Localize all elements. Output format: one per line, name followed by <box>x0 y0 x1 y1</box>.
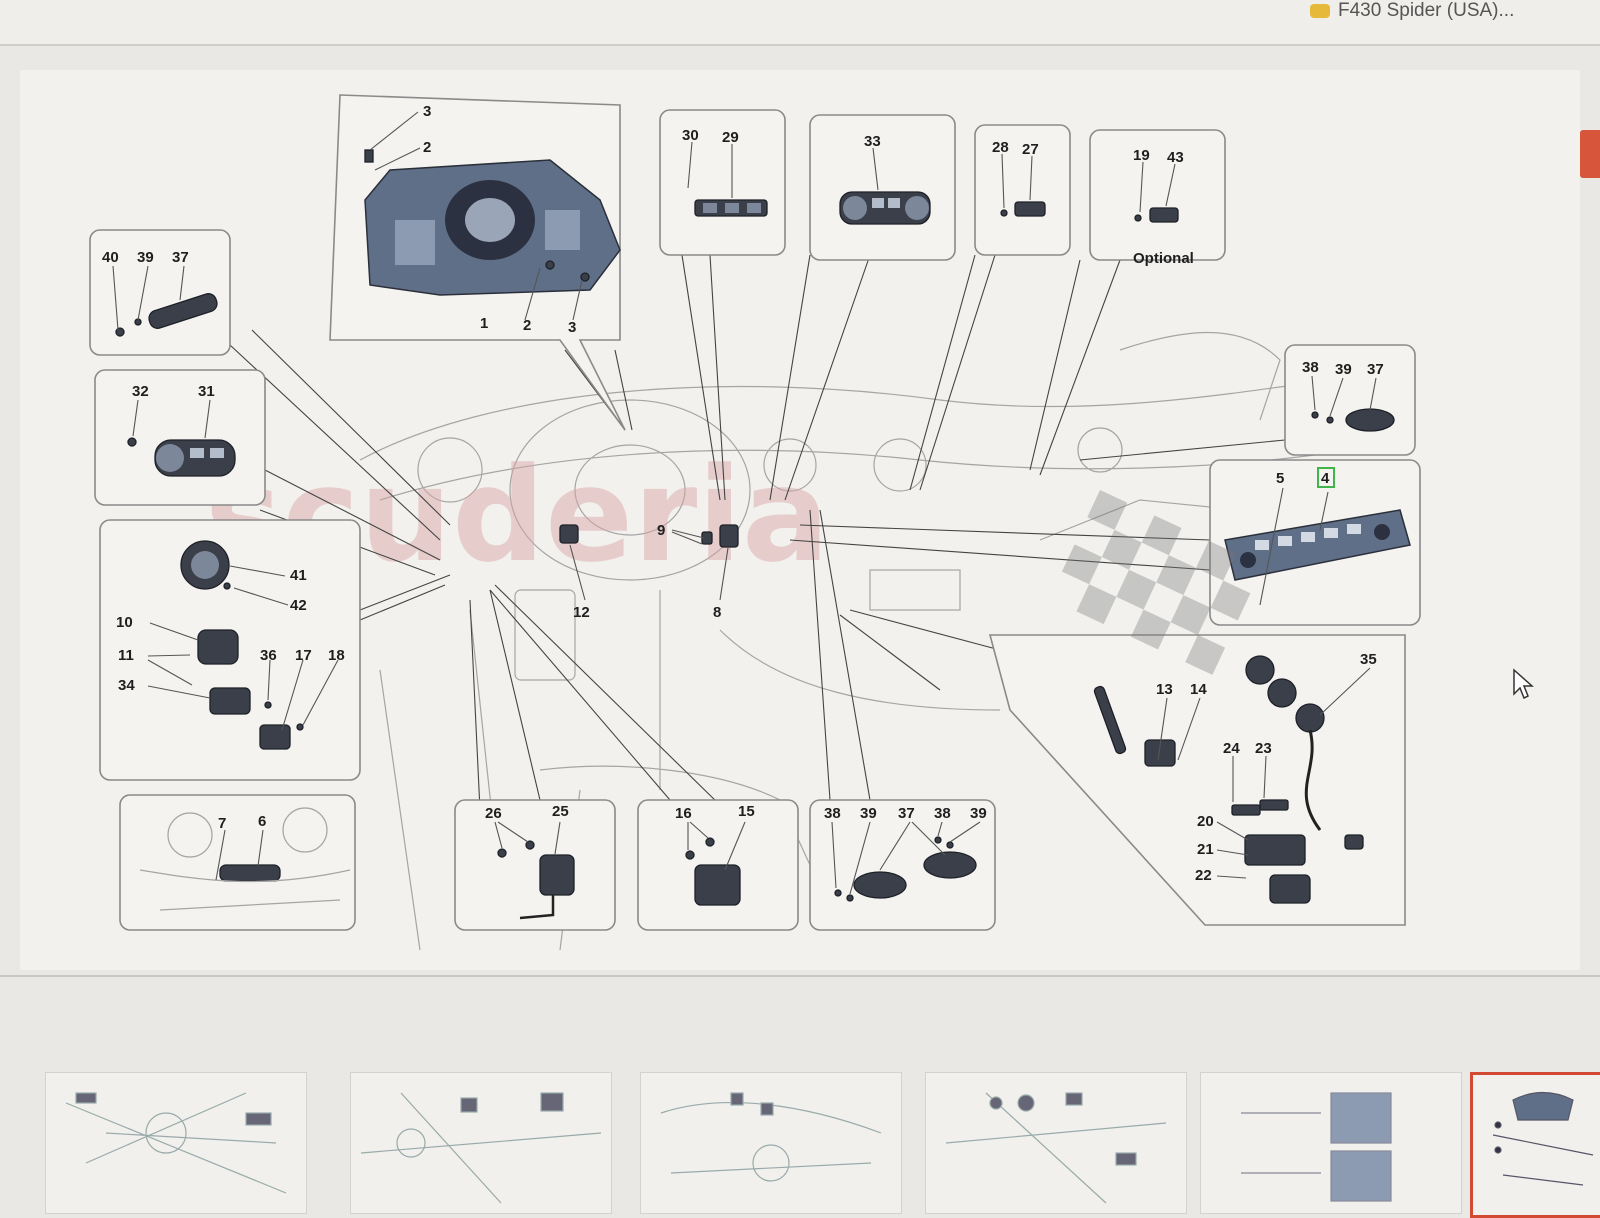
thumbnail-2[interactable] <box>350 1072 612 1214</box>
tweeter-parts <box>834 836 977 902</box>
callout-41[interactable]: 41 <box>290 567 307 584</box>
callout-39c[interactable]: 39 <box>1335 361 1352 378</box>
switch-part-43 <box>1134 207 1179 223</box>
screw-2 <box>364 149 590 282</box>
callout-13[interactable]: 13 <box>1156 681 1173 698</box>
switch-part-29 <box>694 199 768 217</box>
switch-part-31 <box>127 437 236 477</box>
callout-22[interactable]: 22 <box>1195 867 1212 884</box>
callout-16[interactable]: 16 <box>675 805 692 822</box>
callout-26[interactable]: 26 <box>485 805 502 822</box>
callout-3[interactable]: 3 <box>423 103 431 120</box>
callout-2b[interactable]: 2 <box>523 317 531 334</box>
callout-15[interactable]: 15 <box>738 803 755 820</box>
watermark-flag-icon <box>1061 490 1251 675</box>
callout-11[interactable]: 11 <box>118 647 134 664</box>
callout-9[interactable]: 9 <box>657 522 665 539</box>
callout-37[interactable]: 37 <box>172 249 189 266</box>
callout-31[interactable]: 31 <box>198 383 215 400</box>
center-switches <box>559 524 739 548</box>
switch-part-15 <box>685 837 741 906</box>
model-label: F430 Spider (USA)... <box>1338 0 1515 21</box>
callout-32[interactable]: 32 <box>132 383 149 400</box>
callout-18[interactable]: 18 <box>328 647 345 664</box>
model-icon <box>1310 4 1330 18</box>
model-tab[interactable]: F430 Spider (USA)... <box>1310 0 1515 21</box>
callout-39[interactable]: 39 <box>137 249 154 266</box>
top-bar: F430 Spider (USA)... <box>0 0 1600 46</box>
callout-42[interactable]: 42 <box>290 597 307 614</box>
callout-21[interactable]: 21 <box>1197 841 1214 858</box>
instrument-cluster-part <box>364 159 621 296</box>
panel-switch-40-39-37[interactable] <box>89 229 231 356</box>
dashboard-sketch <box>359 331 1401 951</box>
callout-43[interactable]: 43 <box>1167 149 1184 166</box>
thumbnail-1[interactable] <box>45 1072 307 1214</box>
steering-parts <box>1093 655 1364 904</box>
callout-17[interactable]: 17 <box>295 647 312 664</box>
optional-label: Optional <box>1133 250 1194 267</box>
thumbnail-3[interactable] <box>640 1072 902 1214</box>
callout-8[interactable]: 8 <box>713 604 721 621</box>
callout-38b[interactable]: 38 <box>934 805 951 822</box>
callout-40[interactable]: 40 <box>102 249 119 266</box>
callout-30[interactable]: 30 <box>682 127 699 144</box>
parts-diagram: scuderia 3 2 1 2 3 <box>20 70 1580 970</box>
callout-14[interactable]: 14 <box>1190 681 1207 698</box>
panel-switch-32-31[interactable] <box>94 369 266 506</box>
switch-part-25 <box>497 840 575 920</box>
callout-6[interactable]: 6 <box>258 813 266 830</box>
callout-25[interactable]: 25 <box>552 803 569 820</box>
panel-switch-28-27[interactable] <box>974 124 1071 256</box>
callout-3b[interactable]: 3 <box>568 319 576 336</box>
switch-part-41 <box>180 540 231 590</box>
switch-part-37-left <box>115 293 218 337</box>
callout-39[interactable]: 39 <box>860 805 877 822</box>
panel-switch-26-25[interactable] <box>454 799 616 931</box>
callout-37b[interactable]: 37 <box>898 805 915 822</box>
callout-24[interactable]: 24 <box>1223 740 1240 757</box>
callout-20[interactable]: 20 <box>1197 813 1214 830</box>
callout-38c[interactable]: 38 <box>1302 359 1319 376</box>
highlight-box-4 <box>1317 467 1335 488</box>
thumbnail-5[interactable] <box>1200 1072 1462 1214</box>
switch-part-10 <box>197 629 304 750</box>
tweeter-part-right <box>1311 408 1395 432</box>
vent-part-6 <box>139 807 351 911</box>
callout-38[interactable]: 38 <box>824 805 841 822</box>
panel-tweeters[interactable] <box>809 799 996 931</box>
leader-lines <box>229 254 1286 811</box>
panel-vent-7-6[interactable] <box>119 794 356 931</box>
switch-part-33 <box>839 191 931 225</box>
callout-34[interactable]: 34 <box>118 677 135 694</box>
panel-switch-19-43[interactable] <box>1089 129 1226 261</box>
callout-19[interactable]: 19 <box>1133 147 1150 164</box>
callout-5[interactable]: 5 <box>1276 470 1284 487</box>
divider <box>0 975 1600 977</box>
switch-part-27 <box>1000 201 1046 217</box>
thumbnail-6-active[interactable] <box>1470 1072 1600 1218</box>
callout-23[interactable]: 23 <box>1255 740 1272 757</box>
panel-switch-33[interactable] <box>809 114 956 261</box>
mouse-cursor-icon <box>1513 668 1534 700</box>
side-action-tab[interactable] <box>1580 130 1600 178</box>
callout-35[interactable]: 35 <box>1360 651 1377 668</box>
callout-29[interactable]: 29 <box>722 129 739 146</box>
callout-1[interactable]: 1 <box>480 315 488 332</box>
callout-36[interactable]: 36 <box>260 647 277 664</box>
thumbnail-4[interactable] <box>925 1072 1187 1214</box>
climate-control-part <box>1224 509 1411 581</box>
callout-33[interactable]: 33 <box>864 133 881 150</box>
callout-37c[interactable]: 37 <box>1367 361 1384 378</box>
callout-28[interactable]: 28 <box>992 139 1009 156</box>
callout-39b[interactable]: 39 <box>970 805 987 822</box>
callout-4[interactable]: 4 <box>1321 470 1330 487</box>
callout-10[interactable]: 10 <box>116 614 133 631</box>
callout-12[interactable]: 12 <box>573 604 590 621</box>
thumbnail-strip <box>0 1000 1600 1218</box>
callout-7[interactable]: 7 <box>218 815 226 832</box>
callout-2[interactable]: 2 <box>423 139 431 156</box>
callout-27[interactable]: 27 <box>1022 141 1039 158</box>
